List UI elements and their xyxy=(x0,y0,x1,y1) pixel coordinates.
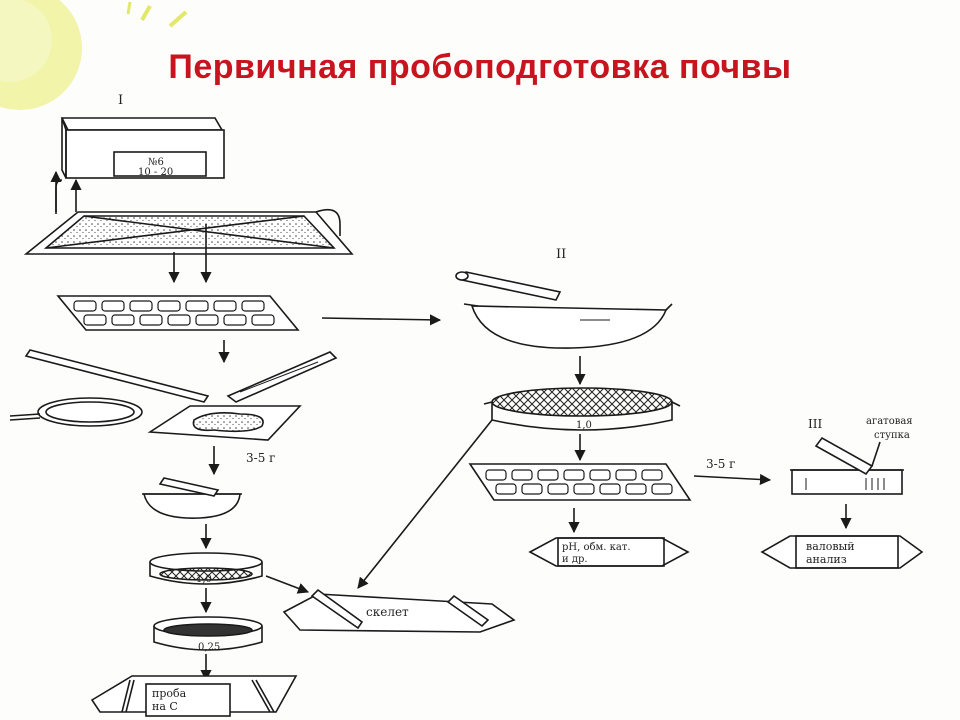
section-label-ii: II xyxy=(556,247,566,262)
soil-box-icon xyxy=(60,117,225,179)
total-label-line2: анализ xyxy=(806,553,847,566)
ph-result-box xyxy=(528,537,690,567)
skeleton-sheet xyxy=(282,588,516,633)
box-label-number: №6 xyxy=(148,157,164,168)
sun-inner xyxy=(0,0,52,82)
mortar-icon xyxy=(142,477,242,519)
sun-ray xyxy=(168,10,188,28)
drying-tray-icon xyxy=(468,463,692,501)
box-label-depth: 10 - 20 xyxy=(138,167,173,178)
sieve-icon xyxy=(483,387,681,431)
sieve-icon xyxy=(149,552,263,585)
magnifier-icon xyxy=(9,397,143,427)
ph-label-line1: pH, обм. кат. xyxy=(562,542,631,553)
mortar-note-line1: агатовая xyxy=(866,416,913,427)
section-label-iii: III xyxy=(808,417,822,431)
skeleton-label: скелет xyxy=(366,605,409,619)
page-title: Первичная пробоподготовка почвы xyxy=(168,48,792,86)
sieve-label-left-1: 1,0 xyxy=(196,574,212,585)
sun-ray xyxy=(126,1,132,15)
sieve-label-left-2: 0,25 xyxy=(198,642,220,653)
carbon-label-line2: на С xyxy=(152,700,178,713)
section-label-i: I xyxy=(118,93,123,108)
sun-ray xyxy=(140,5,152,21)
soil-tray-icon xyxy=(23,208,354,255)
agate-mortar-icon xyxy=(790,436,904,495)
carbon-label-line1: проба xyxy=(152,687,187,700)
total-label-line1: валовый xyxy=(806,540,855,553)
mortar-note-line2: ступка xyxy=(874,430,910,441)
sieve-label-main: 1,0 xyxy=(576,420,592,431)
mass-label-left: 3-5 г xyxy=(246,451,275,465)
carbon-sample-sheet xyxy=(90,675,298,717)
tweezers-icon xyxy=(24,349,338,403)
total-analysis-box xyxy=(760,535,924,569)
paper-sheet-icon xyxy=(147,405,302,441)
mortar-icon xyxy=(455,271,673,349)
mass-label-right: 3-5 г xyxy=(706,457,735,471)
drying-tray-icon xyxy=(56,295,300,331)
sieve-icon xyxy=(153,616,263,651)
ph-label-line2: и др. xyxy=(562,554,588,565)
